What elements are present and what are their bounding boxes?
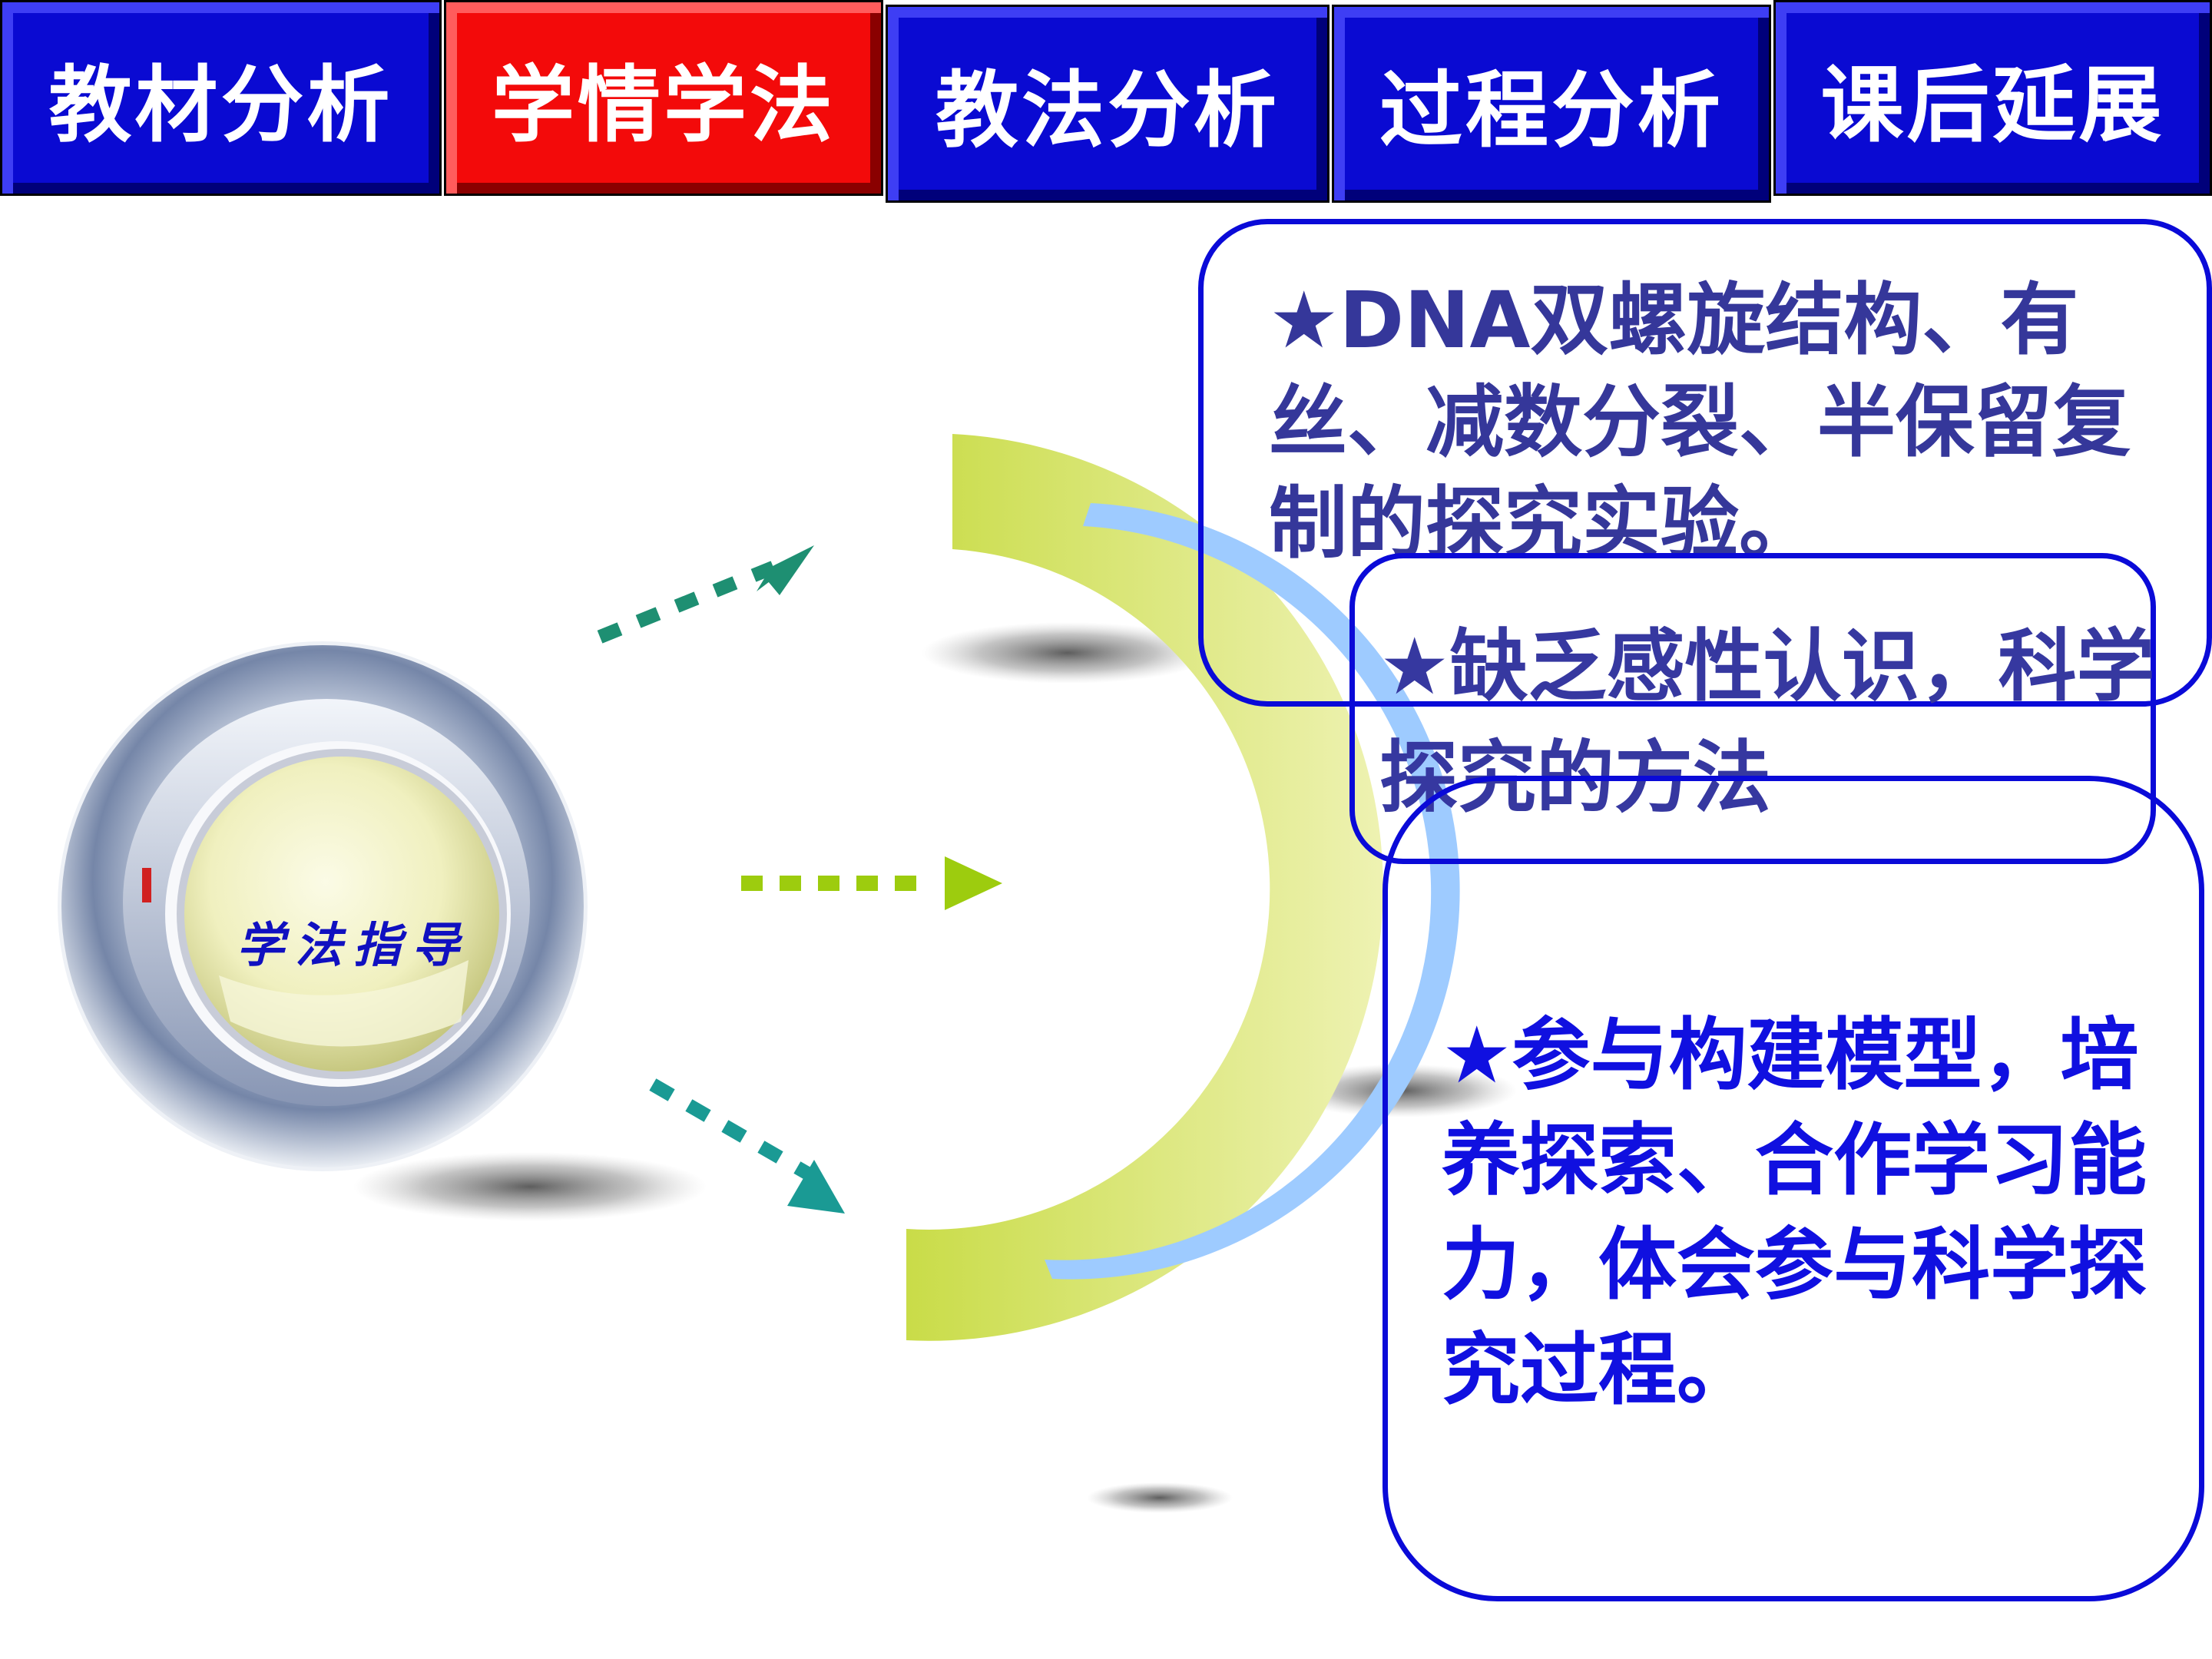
tab-label: 教法分析 <box>935 63 1280 159</box>
tab-kehou-yanzhan[interactable]: 课后延展 <box>1773 0 2212 196</box>
tab-label: 过程分析 <box>1379 63 1724 159</box>
hub-label: 学法指导 <box>236 917 470 973</box>
tab-label: 课后延展 <box>1820 57 2165 154</box>
box-text: ★DNA双螺旋结构、有丝、减数分裂、半保留复制的探究实验。 <box>1269 275 2131 571</box>
text-box-learning-method: ★参与构建模型，培养探索、合作学习能力，体会参与科学探究过程。 <box>1382 776 2204 1601</box>
magnifier-lens-icon <box>58 641 588 1171</box>
tab-jiaofa-fenxi[interactable]: 教法分析 <box>886 5 1330 203</box>
tab-label: 教材分析 <box>48 57 393 154</box>
tab-guocheng-fenxi[interactable]: 过程分析 <box>1332 5 1771 203</box>
dotted-arrow-icon <box>597 545 814 644</box>
shadow <box>922 622 1214 684</box>
dotted-arrow-icon <box>649 1078 845 1214</box>
tab-jiaocai-fenxi[interactable]: 教材分析 <box>0 0 442 196</box>
shadow <box>353 1152 707 1221</box>
tab-xueqing-xuefa[interactable]: 学情学法 <box>444 0 883 196</box>
shadow <box>1087 1482 1233 1513</box>
dotted-arrow-icon <box>741 856 1002 910</box>
box-text: ★参与构建模型，培养探索、合作学习能力，体会参与科学探究过程。 <box>1442 1010 2147 1417</box>
tab-label: 学情学法 <box>491 57 836 154</box>
